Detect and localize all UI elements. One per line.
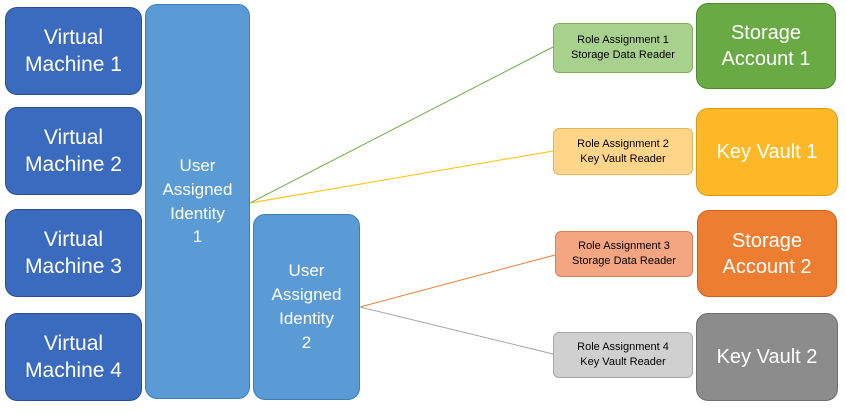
user-assigned-identity-1[interactable]: User Assigned Identity 1 (145, 4, 250, 399)
role-assignment-label: Role Assignment 3 Storage Data Reader (572, 240, 676, 267)
role-assignment-label: Role Assignment 1 Storage Data Reader (571, 34, 675, 61)
role-assignment-1[interactable]: Role Assignment 1 Storage Data Reader (553, 23, 693, 73)
virtual-machine-4[interactable]: Virtual Machine 4 (5, 313, 142, 401)
virtual-machine-1[interactable]: Virtual Machine 1 (5, 7, 142, 95)
connector-identity2-role4 (359, 306, 554, 355)
virtual-machine-3[interactable]: Virtual Machine 3 (5, 209, 142, 297)
role-assignment-label: Role Assignment 2 Key Vault Reader (577, 137, 669, 165)
role-assignment-label: Role Assignment 4 Key Vault Reader (577, 341, 669, 368)
key-vault-2[interactable]: Key Vault 2 (696, 313, 838, 401)
virtual-machine-2[interactable]: Virtual Machine 2 (5, 107, 142, 195)
storage-account-2[interactable]: Storage Account 2 (697, 210, 837, 297)
identity-label: User Assigned Identity 1 (162, 155, 233, 247)
virtual-machine-label: Virtual Machine 2 (25, 125, 122, 176)
resource-label: Storage Account 1 (721, 22, 811, 70)
resource-label: Key Vault 1 (716, 141, 818, 163)
virtual-machine-label: Virtual Machine 1 (25, 25, 122, 76)
identity-label: User Assigned Identity 2 (271, 261, 342, 352)
resource-label: Storage Account 2 (722, 229, 812, 278)
connector-identity2-role3 (359, 254, 556, 308)
role-assignment-2[interactable]: Role Assignment 2 Key Vault Reader (553, 128, 693, 175)
virtual-machine-label: Virtual Machine 4 (25, 331, 122, 382)
role-assignment-3[interactable]: Role Assignment 3 Storage Data Reader (555, 231, 693, 277)
storage-account-1[interactable]: Storage Account 1 (696, 3, 836, 89)
connector-identity1-role2 (249, 150, 554, 204)
user-assigned-identity-2[interactable]: User Assigned Identity 2 (253, 214, 360, 400)
resource-label: Key Vault 2 (716, 346, 818, 368)
virtual-machine-label: Virtual Machine 3 (25, 227, 122, 278)
role-assignment-4[interactable]: Role Assignment 4 Key Vault Reader (553, 332, 693, 378)
key-vault-1[interactable]: Key Vault 1 (696, 108, 838, 196)
connector-identity1-role1 (249, 46, 554, 204)
